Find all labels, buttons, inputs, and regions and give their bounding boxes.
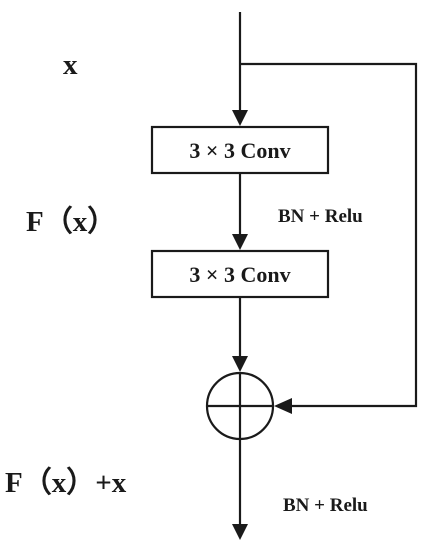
conv-layer-2-box: [150, 249, 330, 299]
to-add-arrow-head: [232, 356, 248, 372]
conv-layer-1: 3 × 3 Conv: [150, 125, 330, 175]
add-node: [205, 371, 275, 441]
conv-layer-1-label: 3 × 3 Conv: [189, 138, 290, 163]
skip-connection-line: [240, 62, 418, 408]
activation-out-label: BN + Relu: [283, 495, 368, 516]
residual-function-label: F（x）: [26, 205, 116, 238]
skip-connection-arrow-head: [274, 398, 292, 414]
output-arrow-head: [232, 524, 248, 540]
conv-layer-2: 3 × 3 Conv: [150, 249, 330, 299]
output-label: F（x）+x: [5, 466, 127, 499]
conv-layer-2-label: 3 × 3 Conv: [189, 262, 290, 287]
input-arrow-head: [232, 110, 248, 126]
middle-arrow-head: [232, 234, 248, 250]
activation-mid-label: BN + Relu: [278, 206, 363, 227]
conv-layer-1-box: [150, 125, 330, 175]
input-label: x: [63, 49, 78, 81]
